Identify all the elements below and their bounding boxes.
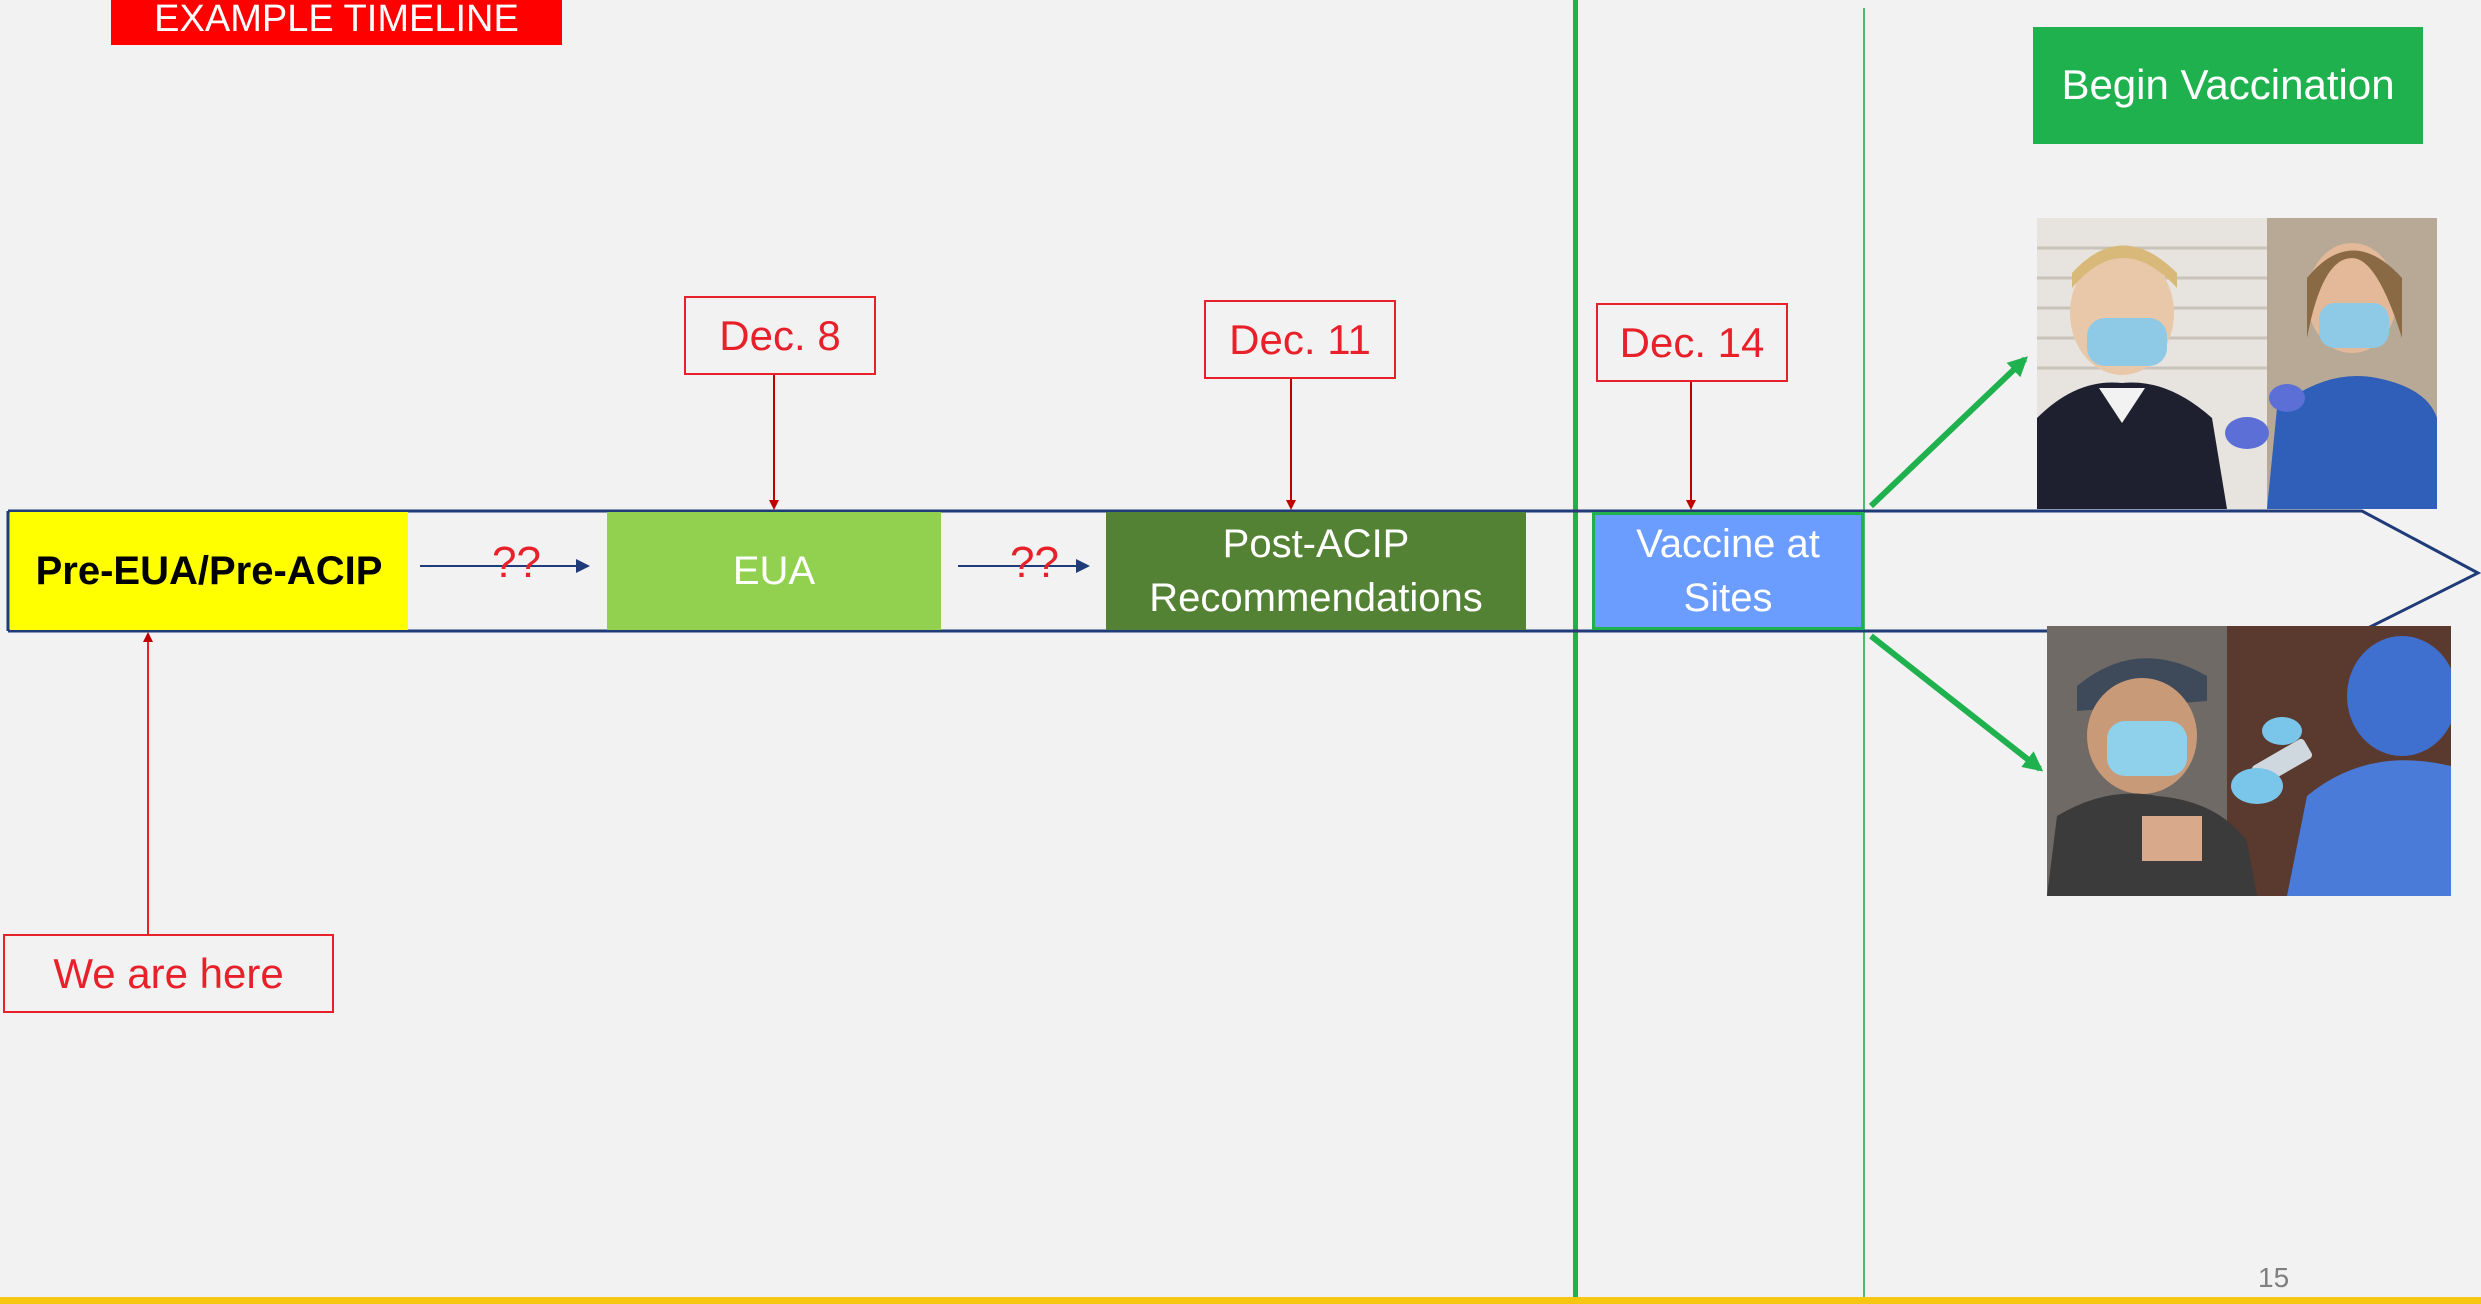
date-callout-dec-8: Dec. 8 — [684, 296, 876, 375]
segment-pre-eua-label: Pre-EUA/Pre-ACIP — [35, 549, 383, 593]
timeline-arrow-outline — [8, 509, 2481, 633]
divider-line-secondary — [1863, 8, 1865, 1304]
unknown-marker-1: ?? — [492, 538, 541, 587]
branch-arrow-down — [1869, 633, 2044, 772]
divider-line-main — [1573, 0, 1578, 1304]
vaccination-photo-bottom — [2047, 626, 2451, 896]
begin-vaccination-box: Begin Vaccination — [2033, 27, 2423, 144]
vaccination-photo-top — [2037, 218, 2437, 509]
segment-vaccine-line1: Vaccine at — [1636, 522, 1820, 566]
segment-vaccine-at-sites: Vaccine at Sites — [1592, 512, 1864, 630]
segment-eua: EUA — [607, 512, 941, 630]
date-callout-dec-14: Dec. 14 — [1596, 303, 1788, 382]
segment-vaccine-line2: Sites — [1683, 576, 1773, 620]
begin-vaccination-label: Begin Vaccination — [2061, 61, 2395, 109]
segment-post-acip-line2: Recommendations — [1149, 576, 1483, 620]
we-are-here-callout: We are here — [3, 934, 334, 1013]
segment-pre-eua: Pre-EUA/Pre-ACIP — [10, 512, 408, 630]
unknown-marker-2: ?? — [1010, 538, 1059, 587]
branch-arrow-up — [1868, 356, 2028, 509]
example-timeline-label: EXAMPLE TIMELINE — [154, 0, 519, 40]
segment-post-acip: Post-ACIP Recommendations — [1106, 512, 1526, 630]
segment-eua-label: EUA — [732, 549, 816, 593]
segment-post-acip-line1: Post-ACIP — [1222, 522, 1410, 566]
footer-bar — [0, 1297, 2481, 1304]
date-callout-dec-11: Dec. 11 — [1204, 300, 1396, 379]
page-number: 15 — [2258, 1262, 2290, 1293]
example-timeline-tag: EXAMPLE TIMELINE — [111, 0, 562, 45]
